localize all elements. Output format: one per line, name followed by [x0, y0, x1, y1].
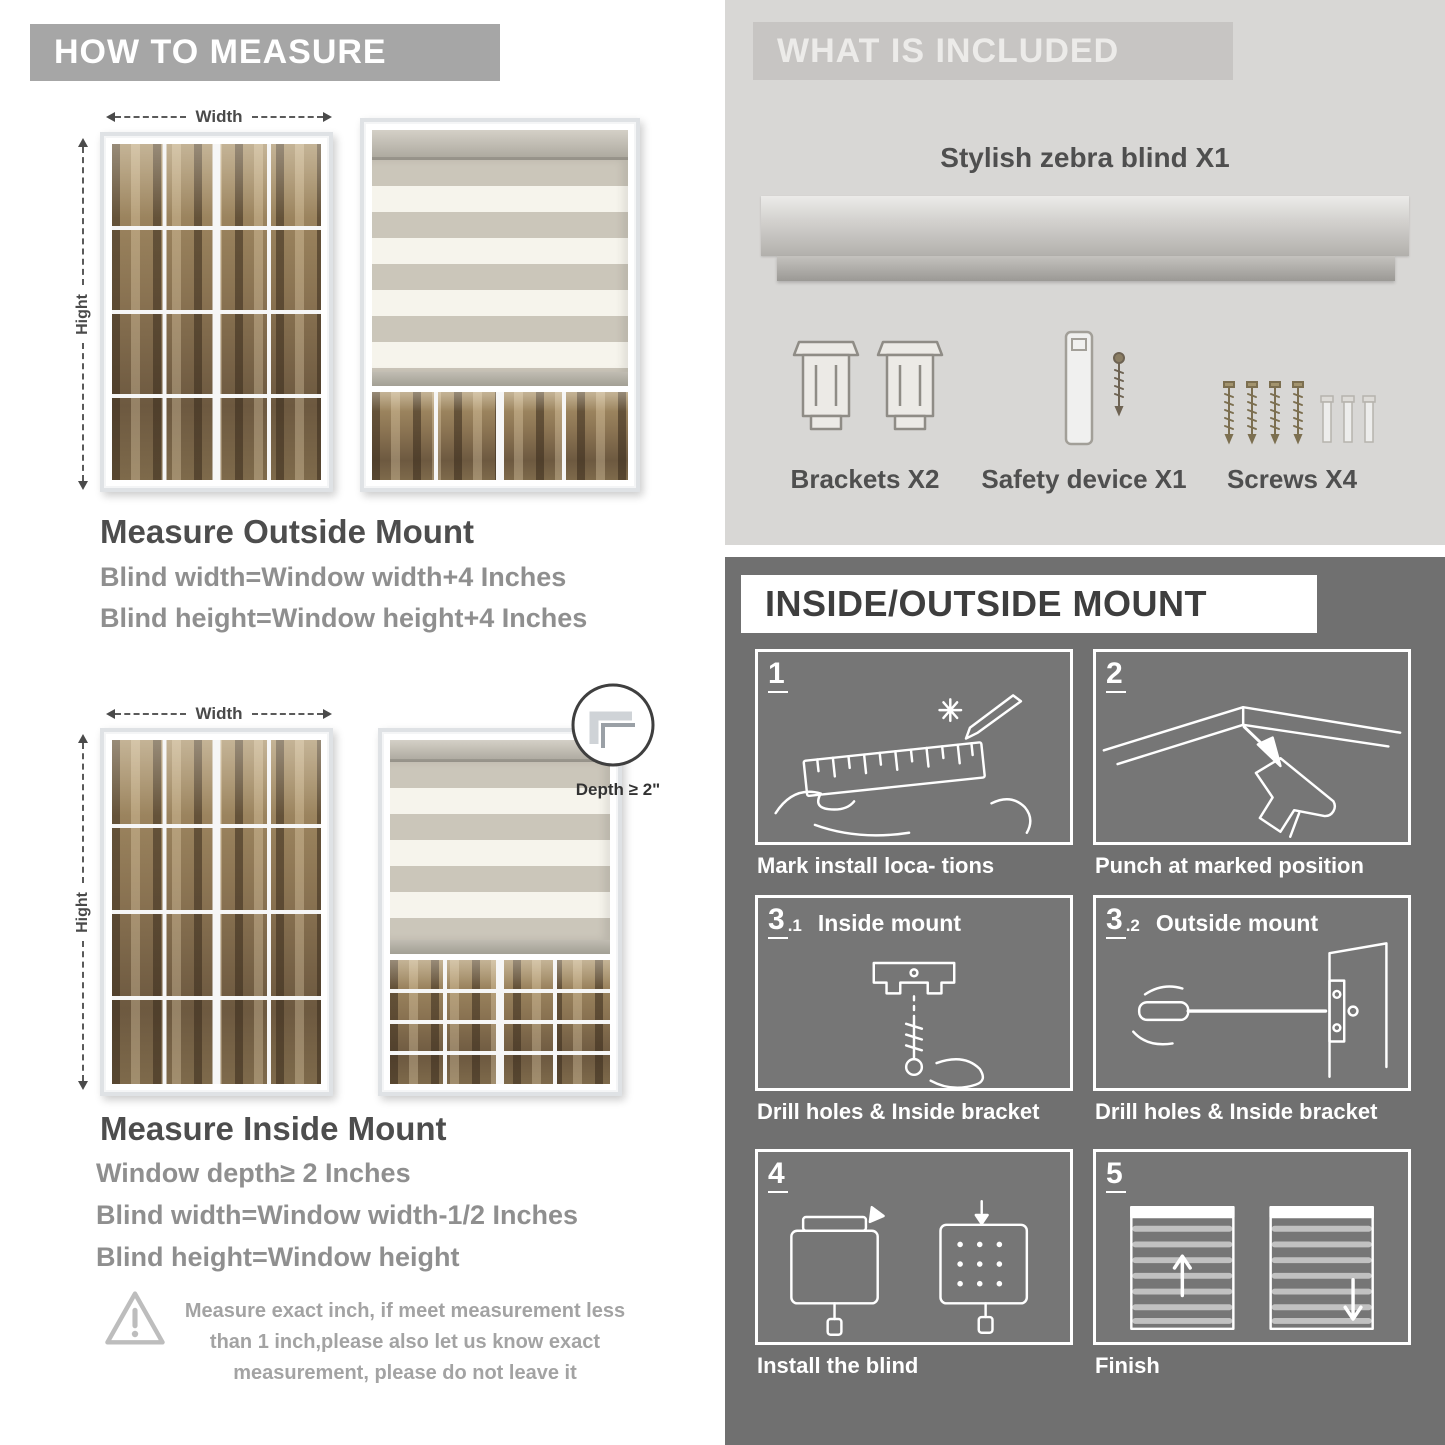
arrow-right-icon: [323, 112, 332, 122]
step-number: 5: [1106, 1158, 1126, 1193]
width-label: Width: [195, 704, 243, 723]
outside-mount-heading: Measure Outside Mount: [100, 513, 475, 550]
step-number: 2: [1106, 658, 1126, 693]
step-caption-5: Finish: [1095, 1353, 1160, 1378]
arrow-up-icon: [78, 734, 88, 743]
inside-rule-width: Blind width=Window width-1/2 Inches: [96, 1200, 579, 1230]
step-caption-1: Mark install loca- tions: [757, 853, 995, 878]
height-label: Hight: [74, 293, 91, 335]
step-caption-3-2: Drill holes & Inside bracket: [1095, 1099, 1378, 1124]
arrow-down-icon: [78, 1081, 88, 1090]
screw-icon: [1221, 380, 1237, 446]
inside-rule-height: Blind height=Window height: [96, 1242, 460, 1272]
arrow-left-icon: [106, 709, 115, 719]
product-name: Stylish zebra blind X1: [940, 142, 1230, 173]
wall-anchor-icon: [1361, 394, 1377, 446]
brackets-label: Brackets X2: [790, 464, 940, 494]
zebra-blind-headrail-valance: [777, 256, 1395, 281]
blind-bottom-rail: [372, 372, 628, 386]
width-label: Width: [195, 107, 243, 126]
measure-note: Measure exact inch, if meet measurement …: [184, 1300, 626, 1384]
warning-triangle-icon: [103, 1288, 167, 1348]
what-is-included-banner: WHAT IS INCLUDED: [753, 22, 1233, 80]
bracket-icon: [873, 334, 947, 436]
step-number: 4: [768, 1158, 788, 1193]
mount-banner: INSIDE/OUTSIDE MOUNT: [741, 575, 1317, 633]
inside-mount-heading: Measure Inside Mount: [100, 1110, 447, 1147]
mount-instructions-panel: INSIDE/OUTSIDE MOUNT 1: [725, 557, 1445, 1445]
zebra-blind-stripes: [390, 762, 610, 940]
step-card-1: 1: [755, 649, 1073, 845]
wall-anchor-icon: [1340, 394, 1356, 446]
inside-rule-depth: Window depth≥ 2 Inches: [96, 1158, 411, 1188]
window-illustration-plain-2: [100, 728, 333, 1096]
step-card-2: 2: [1093, 649, 1411, 845]
step-caption-3-1: Drill holes & Inside bracket: [757, 1099, 1040, 1124]
inside-height-arrow: Hight: [74, 734, 92, 1090]
depth-detail-circle: [570, 682, 656, 768]
step-card-3-1: 3 .1 Inside mount: [755, 895, 1073, 1091]
inside-bracket-screw-icon: [872, 961, 985, 1089]
blind-cassette: [372, 130, 628, 160]
outside-bracket-screwdriver-icon: [1132, 942, 1388, 1079]
arrow-down-icon: [78, 481, 88, 490]
step-number: 3: [768, 904, 788, 939]
window-illustration-outside-blind: [360, 118, 640, 492]
zebra-blind-stripes: [372, 160, 628, 372]
screw-icon: [1244, 380, 1260, 446]
safety-device-label: Safety device X1: [981, 464, 1187, 494]
arrow-left-icon: [106, 112, 115, 122]
bracket-icon: [789, 334, 863, 436]
blind-bottom-rail: [390, 940, 610, 954]
step-card-5: 5: [1093, 1149, 1411, 1345]
window-illustration-plain-1: [100, 132, 333, 492]
small-screw-icon: [1111, 352, 1127, 418]
height-label: Hight: [74, 891, 91, 933]
drill-icon: [1102, 705, 1402, 838]
arrow-right-icon: [323, 709, 332, 719]
mark-location-icon: [774, 694, 1032, 837]
step-title: Inside mount: [817, 910, 961, 936]
screws-label: Screws X4: [1226, 464, 1358, 494]
outside-width-arrow: Width: [106, 107, 332, 126]
step-caption-2: Punch at marked position: [1095, 853, 1364, 878]
blind-cassette: [390, 740, 610, 762]
what-is-included-title: WHAT IS INCLUDED: [777, 31, 1120, 70]
step-title: Outside mount: [1155, 910, 1319, 936]
step-number: 1: [768, 658, 788, 693]
zebra-blind-headrail: [761, 196, 1409, 256]
step-card-3-2: 3 .2 Outside mount: [1093, 895, 1411, 1091]
inside-width-arrow: Width: [106, 704, 332, 723]
mount-banner-title: INSIDE/OUTSIDE MOUNT: [765, 583, 1208, 624]
step-card-4: 4: [755, 1149, 1073, 1345]
window-corner-depth-icon: [571, 683, 655, 767]
outside-height-arrow: Hight: [74, 138, 92, 490]
screw-icon: [1267, 380, 1283, 446]
step-caption-4: Install the blind: [757, 1353, 919, 1378]
outside-rule-height: Blind height=Window height+4 Inches: [100, 603, 588, 633]
arrow-up-icon: [78, 138, 88, 147]
window-illustration-inside-blind: [378, 728, 622, 1096]
finished-blinds-icon: [1130, 1205, 1374, 1331]
what-is-included-panel: WHAT IS INCLUDED Stylish zebra blind X1: [725, 0, 1445, 545]
outside-rule-width: Blind width=Window width+4 Inches: [100, 562, 567, 592]
how-to-measure-title: HOW TO MEASURE: [54, 33, 387, 71]
how-to-measure-banner: HOW TO MEASURE: [30, 24, 500, 81]
step-number: 3: [1106, 904, 1126, 939]
install-blind-icon: [790, 1200, 1029, 1336]
depth-label: Depth ≥ 2": [575, 780, 661, 799]
screw-icon: [1290, 380, 1306, 446]
safety-device-icon: [1059, 328, 1099, 450]
wall-anchor-icon: [1319, 394, 1335, 446]
